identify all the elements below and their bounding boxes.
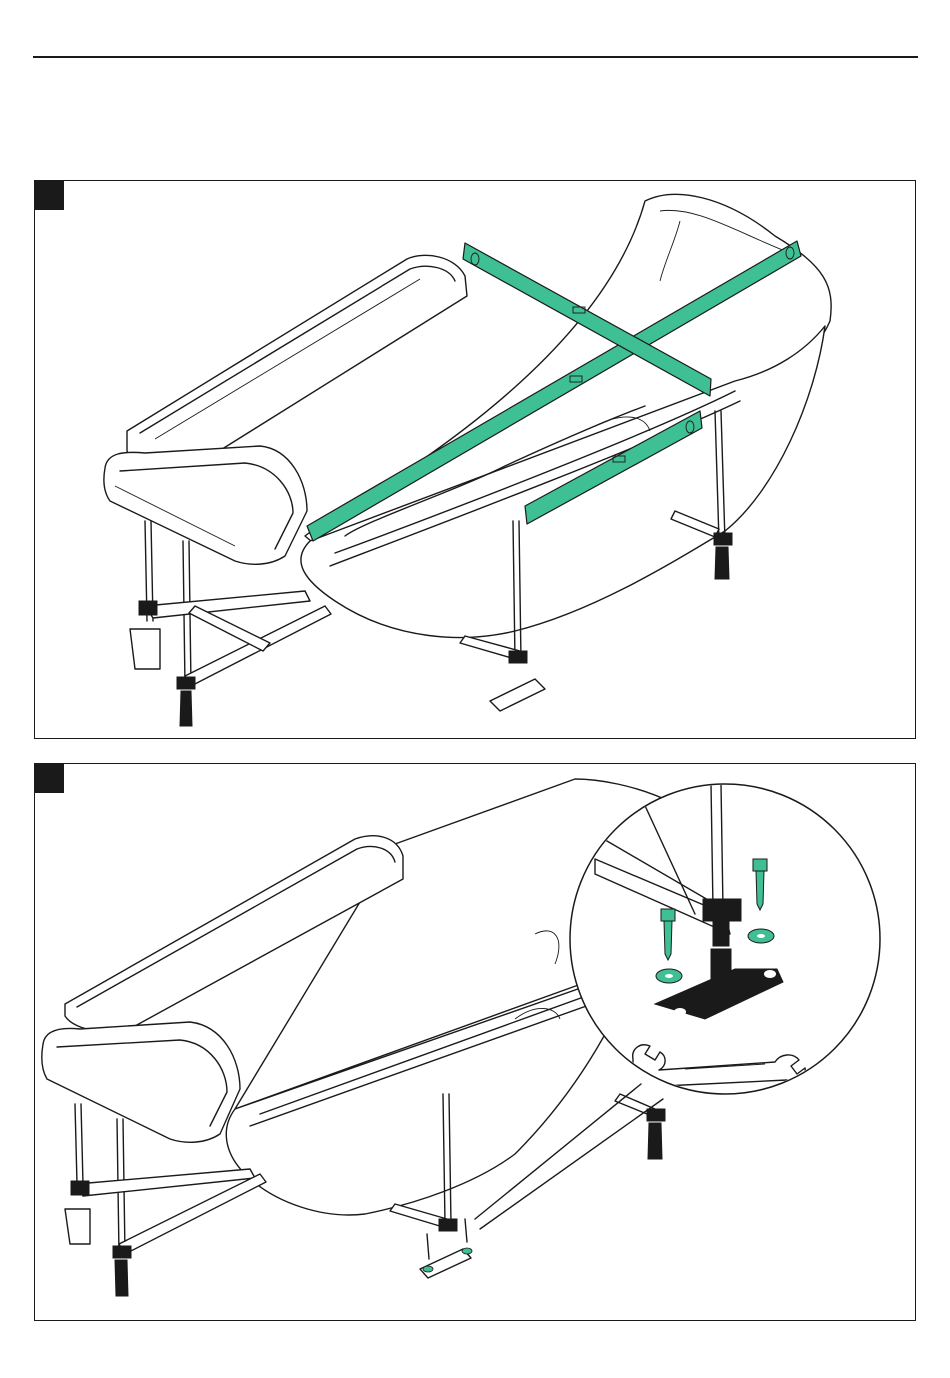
bathtub-foot-fixing-illustration <box>35 764 916 1321</box>
step-2-panel <box>34 763 916 1321</box>
header-rule <box>33 56 918 58</box>
detail-callout <box>570 784 880 1094</box>
step-1-panel <box>34 180 916 739</box>
bathtub-body <box>301 194 831 637</box>
bathtub-level-illustration <box>35 181 916 739</box>
